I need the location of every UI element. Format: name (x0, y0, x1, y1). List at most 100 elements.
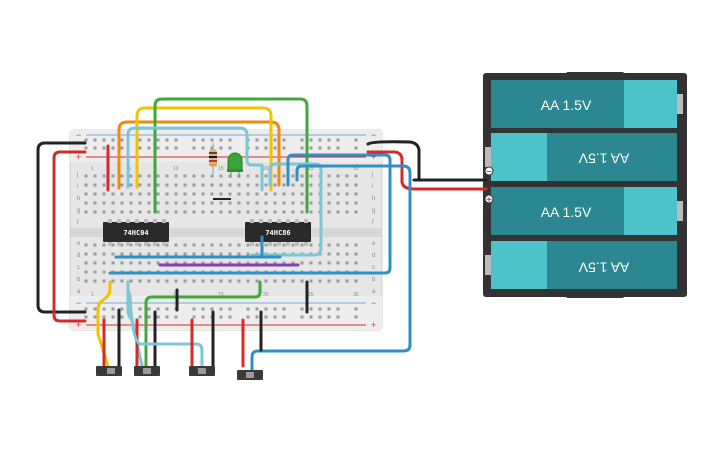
breadboard-hole[interactable] (291, 192, 295, 196)
breadboard-hole[interactable] (309, 261, 313, 265)
breadboard-hole[interactable] (318, 279, 322, 283)
breadboard-hole[interactable] (111, 138, 115, 142)
breadboard-hole[interactable] (201, 210, 205, 214)
breadboard-hole[interactable] (282, 261, 286, 265)
breadboard-hole[interactable] (120, 261, 124, 265)
breadboard-hole[interactable] (354, 210, 358, 214)
breadboard-hole[interactable] (201, 138, 205, 142)
breadboard-hole[interactable] (264, 315, 268, 319)
breadboard-hole[interactable] (210, 243, 214, 247)
breadboard-hole[interactable] (210, 146, 214, 150)
breadboard-hole[interactable] (147, 146, 151, 150)
breadboard-hole[interactable] (84, 210, 88, 214)
breadboard-hole[interactable] (264, 183, 268, 187)
breadboard-hole[interactable] (282, 174, 286, 178)
breadboard-hole[interactable] (246, 315, 250, 319)
breadboard-hole[interactable] (84, 138, 88, 142)
breadboard-hole[interactable] (219, 307, 223, 311)
breadboard-hole[interactable] (93, 174, 97, 178)
breadboard-hole[interactable] (156, 138, 160, 142)
breadboard-hole[interactable] (264, 192, 268, 196)
breadboard-hole[interactable] (291, 261, 295, 265)
breadboard-hole[interactable] (327, 210, 331, 214)
breadboard-hole[interactable] (138, 243, 142, 247)
breadboard-hole[interactable] (156, 261, 160, 265)
breadboard-hole[interactable] (354, 192, 358, 196)
breadboard-hole[interactable] (273, 279, 277, 283)
breadboard-hole[interactable] (93, 243, 97, 247)
breadboard-hole[interactable] (282, 192, 286, 196)
breadboard-hole[interactable] (129, 192, 133, 196)
breadboard-hole[interactable] (84, 201, 88, 205)
breadboard-hole[interactable] (237, 210, 241, 214)
breadboard-hole[interactable] (345, 243, 349, 247)
breadboard-hole[interactable] (138, 138, 142, 142)
breadboard-hole[interactable] (327, 307, 331, 311)
breadboard-hole[interactable] (165, 146, 169, 150)
breadboard-hole[interactable] (237, 192, 241, 196)
breadboard-hole[interactable] (120, 243, 124, 247)
breadboard-hole[interactable] (255, 243, 259, 247)
breadboard-hole[interactable] (174, 146, 178, 150)
breadboard-hole[interactable] (174, 192, 178, 196)
breadboard-hole[interactable] (318, 307, 322, 311)
chip-74hc04[interactable]: 74HC04 (103, 219, 169, 246)
breadboard-hole[interactable] (300, 307, 304, 311)
breadboard-hole[interactable] (129, 183, 133, 187)
breadboard-hole[interactable] (111, 174, 115, 178)
breadboard-hole[interactable] (228, 307, 232, 311)
breadboard-hole[interactable] (264, 243, 268, 247)
breadboard-hole[interactable] (93, 146, 97, 150)
breadboard-hole[interactable] (138, 261, 142, 265)
breadboard-hole[interactable] (354, 138, 358, 142)
breadboard-hole[interactable] (354, 201, 358, 205)
breadboard-hole[interactable] (228, 174, 232, 178)
breadboard-hole[interactable] (327, 315, 331, 319)
breadboard-hole[interactable] (129, 201, 133, 205)
breadboard-hole[interactable] (84, 270, 88, 274)
breadboard-hole[interactable] (300, 138, 304, 142)
breadboard-hole[interactable] (183, 252, 187, 256)
breadboard-hole[interactable] (210, 192, 214, 196)
breadboard-hole[interactable] (264, 279, 268, 283)
breadboard-hole[interactable] (336, 307, 340, 311)
breadboard-hole[interactable] (201, 315, 205, 319)
breadboard-hole[interactable] (165, 243, 169, 247)
breadboard-hole[interactable] (192, 192, 196, 196)
breadboard-hole[interactable] (192, 252, 196, 256)
breadboard-hole[interactable] (111, 261, 115, 265)
breadboard-hole[interactable] (111, 192, 115, 196)
breadboard-hole[interactable] (300, 279, 304, 283)
breadboard-hole[interactable] (84, 183, 88, 187)
breadboard-hole[interactable] (147, 138, 151, 142)
breadboard-hole[interactable] (219, 210, 223, 214)
breadboard-hole[interactable] (93, 210, 97, 214)
breadboard-hole[interactable] (93, 279, 97, 283)
breadboard-hole[interactable] (102, 252, 106, 256)
breadboard-hole[interactable] (147, 183, 151, 187)
breadboard-hole[interactable] (210, 138, 214, 142)
breadboard-hole[interactable] (165, 279, 169, 283)
breadboard-hole[interactable] (255, 261, 259, 265)
breadboard-hole[interactable] (237, 252, 241, 256)
breadboard-hole[interactable] (255, 307, 259, 311)
breadboard-hole[interactable] (345, 174, 349, 178)
breadboard-hole[interactable] (210, 174, 214, 178)
breadboard-hole[interactable] (318, 138, 322, 142)
breadboard-hole[interactable] (210, 307, 214, 311)
breadboard-hole[interactable] (345, 252, 349, 256)
breadboard-hole[interactable] (336, 138, 340, 142)
breadboard-hole[interactable] (165, 210, 169, 214)
breadboard-hole[interactable] (273, 315, 277, 319)
breadboard-hole[interactable] (102, 261, 106, 265)
breadboard-hole[interactable] (165, 252, 169, 256)
breadboard-hole[interactable] (318, 146, 322, 150)
breadboard-hole[interactable] (336, 174, 340, 178)
breadboard-hole[interactable] (111, 210, 115, 214)
breadboard-hole[interactable] (201, 252, 205, 256)
breadboard-hole[interactable] (264, 174, 268, 178)
breadboard-hole[interactable] (228, 210, 232, 214)
breadboard-hole[interactable] (111, 279, 115, 283)
breadboard-hole[interactable] (138, 315, 142, 319)
breadboard-hole[interactable] (282, 307, 286, 311)
